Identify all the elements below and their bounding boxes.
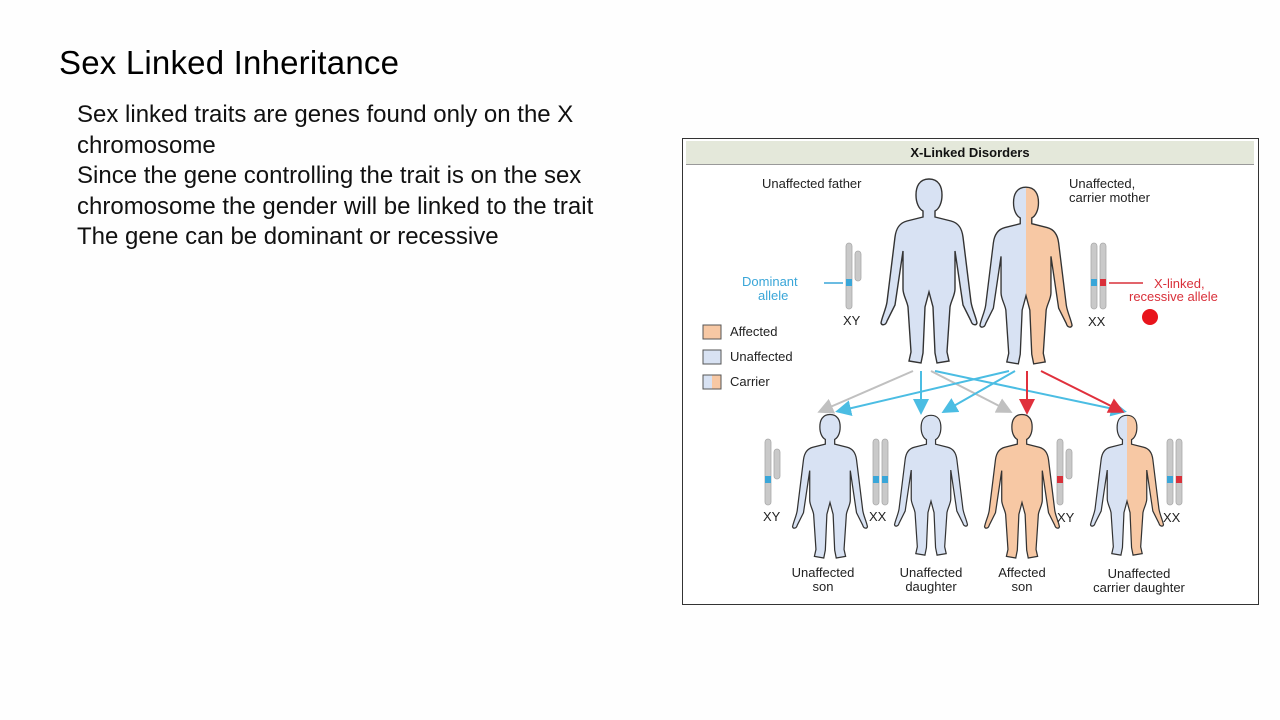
child-unaffected-son — [791, 413, 869, 559]
child-label-affected-son: Affected son — [985, 566, 1059, 593]
daughter2-chromosomes — [1166, 438, 1183, 506]
father-chromosomes — [845, 242, 862, 310]
x-linked-diagram: X-Linked Disorders — [682, 138, 1259, 605]
son1-chromosomes — [764, 438, 781, 506]
legend-swatch-unaffected — [702, 349, 722, 365]
father-label: Unaffected father — [762, 176, 862, 191]
child-label-line1: Unaffected — [1107, 566, 1171, 581]
child-unaffected-daughter — [893, 414, 969, 556]
bullet-item: The gene can be dominant or recessive — [77, 223, 499, 250]
son2-chromosomes — [1056, 438, 1073, 506]
child-label-line2: son — [1011, 578, 1033, 594]
recessive-allele-label-line2: recessive allele — [1129, 289, 1218, 304]
son1-chromosome-label: XY — [763, 509, 781, 524]
bullet-list: Sex linked traits are genes found only o… — [77, 100, 697, 253]
legend-label: Carrier — [730, 374, 770, 389]
bullet-item: Since the gene controlling the trait is … — [77, 162, 594, 220]
child-label-line2: carrier daughter — [1093, 579, 1185, 595]
daughter1-chromosomes — [872, 438, 889, 506]
child-label-line1: Affected — [998, 565, 1046, 580]
son2-chromosome-label: XY — [1057, 510, 1075, 525]
child-label-line1: Unaffected — [899, 565, 963, 580]
father-figure — [880, 178, 978, 364]
child-label-line1: Unaffected — [791, 565, 855, 580]
inheritance-illustration — [702, 178, 1183, 559]
child-label-line2: son — [812, 578, 834, 594]
slide-title: Sex Linked Inheritance — [59, 44, 400, 81]
legend-label: Affected — [730, 324, 778, 339]
child-carrier-daughter — [1089, 414, 1165, 556]
legend-label: Unaffected — [730, 349, 793, 364]
child-label-carrier-daughter: Unaffected carrier daughter — [1079, 567, 1199, 594]
daughter2-chromosome-label: XX — [1163, 510, 1181, 525]
mother-label-line2: carrier mother — [1069, 190, 1150, 205]
dominant-allele-label-line2: allele — [758, 288, 789, 303]
figure-title: X-Linked Disorders — [686, 141, 1254, 165]
pointer-dot — [1142, 309, 1158, 325]
mother-chromosome-label: XX — [1088, 314, 1106, 329]
legend-swatch-carrier — [702, 374, 722, 390]
inheritance-arrows — [817, 370, 1127, 417]
legend-swatch-affected — [702, 324, 722, 340]
dominant-allele-label-line1: Dominant — [742, 274, 798, 289]
father-chromosome-label: XY — [843, 313, 861, 328]
daughter1-chromosome-label: XX — [869, 509, 887, 524]
bullet-item: Sex linked traits are genes found only o… — [77, 101, 574, 159]
mother-figure — [979, 186, 1073, 365]
child-label-unaffected-daughter: Unaffected daughter — [889, 566, 973, 593]
child-affected-son — [983, 413, 1061, 559]
recessive-allele-label-line1: X-linked, — [1154, 276, 1205, 291]
mother-label-line1: Unaffected, — [1069, 176, 1136, 191]
child-label-unaffected-son: Unaffected son — [783, 566, 863, 593]
child-label-line2: daughter — [905, 578, 957, 594]
mother-chromosomes — [1090, 242, 1107, 310]
